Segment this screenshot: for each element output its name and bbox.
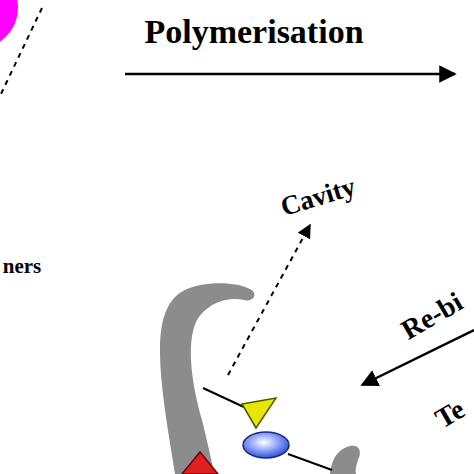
- cavity-label: Cavity: [277, 173, 358, 221]
- functional-group-diamond: [182, 452, 218, 474]
- cut-label: Re-bi: [397, 288, 468, 345]
- cut-label: Te: [431, 395, 470, 434]
- functional-group-ellipse: [243, 432, 289, 458]
- binding-linker: [288, 454, 332, 470]
- binding-linker: [203, 388, 246, 408]
- cavity-arrow: [228, 225, 310, 375]
- polymer-matrix: [160, 283, 254, 474]
- template-blob: [0, 0, 18, 48]
- cut-label: ners: [3, 256, 42, 277]
- dashed-leader: [0, 8, 42, 96]
- process-label: Polymerisation: [144, 15, 363, 49]
- functional-group-triangle: [242, 398, 276, 428]
- polymer-matrix: [330, 446, 360, 474]
- polymerisation-arrow: [125, 73, 455, 76]
